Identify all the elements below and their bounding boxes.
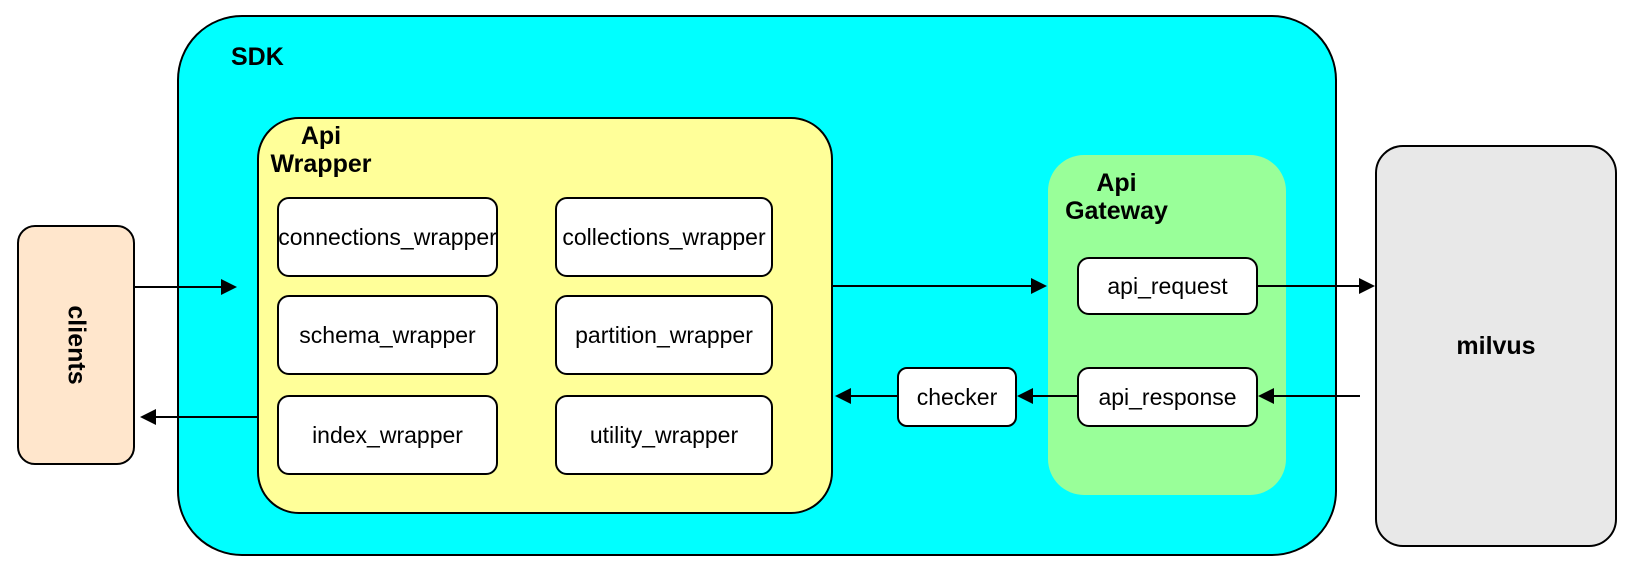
arrow-api-wrapper-to-api-request bbox=[833, 278, 1047, 294]
arrow-api-wrapper-to-clients bbox=[140, 409, 257, 425]
arrowhead-icon bbox=[1359, 278, 1375, 294]
node-checker: checker bbox=[897, 367, 1017, 427]
api-wrapper-label-line2: Wrapper bbox=[270, 150, 372, 178]
api-gateway-label: Api Gateway bbox=[1064, 169, 1169, 225]
arrow-api-response-to-checker bbox=[1017, 388, 1077, 404]
node-api-request: api_request bbox=[1077, 257, 1258, 315]
clients-label: clients bbox=[62, 305, 91, 385]
sdk-label: SDK bbox=[231, 43, 284, 71]
node-index-wrapper: index_wrapper bbox=[277, 395, 498, 475]
arrow-shaft bbox=[1258, 285, 1362, 287]
node-api-response: api_response bbox=[1077, 367, 1258, 427]
api-gateway-label-line1: Api bbox=[1096, 169, 1137, 197]
arrow-shaft bbox=[1271, 395, 1360, 397]
node-connections-wrapper: connections_wrapper bbox=[277, 197, 498, 277]
arrow-clients-to-api-wrapper bbox=[135, 279, 237, 295]
arrowhead-icon bbox=[221, 279, 237, 295]
arrowhead-icon bbox=[1017, 388, 1033, 404]
arrowhead-icon bbox=[1031, 278, 1047, 294]
arrowhead-icon bbox=[835, 388, 851, 404]
arrow-milvus-to-api-response bbox=[1258, 388, 1360, 404]
arrow-shaft bbox=[833, 285, 1034, 287]
node-collections-wrapper: collections_wrapper bbox=[555, 197, 773, 277]
arrow-shaft bbox=[153, 416, 257, 418]
arrow-shaft bbox=[1030, 395, 1077, 397]
api-wrapper-label-line1: Api bbox=[300, 122, 342, 150]
arrow-shaft bbox=[135, 286, 224, 288]
api-wrapper-label: Api Wrapper bbox=[267, 122, 375, 178]
arrowhead-icon bbox=[140, 409, 156, 425]
arrow-api-request-to-milvus bbox=[1258, 278, 1375, 294]
milvus-node: milvus bbox=[1375, 145, 1617, 547]
clients-node: clients bbox=[17, 225, 135, 465]
node-schema-wrapper: schema_wrapper bbox=[277, 295, 498, 375]
node-utility-wrapper: utility_wrapper bbox=[555, 395, 773, 475]
arrowhead-icon bbox=[1258, 388, 1274, 404]
arrow-shaft bbox=[848, 395, 897, 397]
arrow-checker-to-api-wrapper bbox=[835, 388, 897, 404]
milvus-label: milvus bbox=[1456, 331, 1536, 360]
api-gateway-label-line2: Gateway bbox=[1065, 197, 1168, 225]
node-partition-wrapper: partition_wrapper bbox=[555, 295, 773, 375]
api-gateway-container: Api Gateway api_request api_response bbox=[1048, 155, 1286, 495]
api-wrapper-container: Api Wrapper connections_wrapper collecti… bbox=[257, 117, 833, 514]
